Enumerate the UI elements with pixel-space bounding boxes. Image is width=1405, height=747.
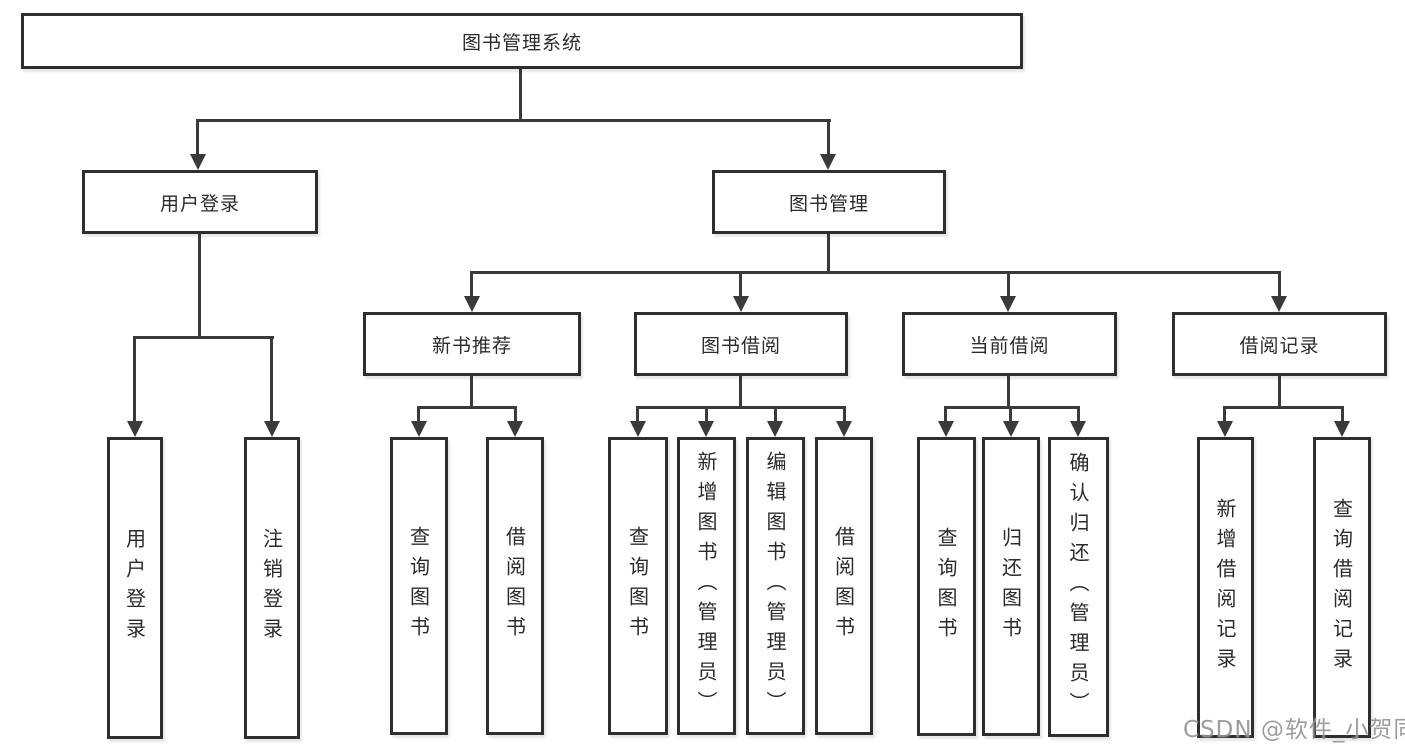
leaf-label: 归还图书 (998, 526, 1023, 647)
leaf-borrow-edit-books-admin: 编辑图书（管理员） (746, 437, 805, 735)
connector-borrow-horizontal (636, 406, 846, 409)
connector-current-horizontal (944, 406, 1080, 409)
connector-user-login-down (198, 234, 201, 336)
connector-stem-book-borrow (739, 271, 742, 297)
connector-stem-br-query (1341, 406, 1344, 422)
arrowhead-cb-return (1003, 421, 1019, 437)
arrowhead-new-book-recommend (464, 296, 480, 312)
node-new-book-recommend: 新书推荐 (363, 312, 581, 376)
leaf-records-query-borrow-record: 查询借阅记录 (1313, 437, 1371, 738)
node-borrow-records: 借阅记录 (1172, 312, 1387, 376)
csdn-watermark: CSDN @软件_小贺同学 (1183, 717, 1405, 743)
leaf-label: 查询图书 (934, 526, 958, 647)
leaf-current-confirm-return-admin: 确认归还（管理员） (1048, 437, 1109, 737)
arrowhead-cb-confirm (1070, 421, 1086, 437)
leaf-borrow-borrow-books: 借阅图书 (815, 437, 873, 735)
leaf-user-login: 用户登录 (107, 437, 163, 739)
connector-user-login-horizontal (133, 336, 274, 339)
leaf-borrow-query-books: 查询图书 (608, 437, 668, 735)
arrowhead-cb-query (938, 421, 954, 437)
leaf-label: 借阅图书 (831, 526, 856, 646)
connector-recommend-horizontal (417, 406, 517, 409)
arrowhead-rec-borrow (507, 421, 523, 437)
connector-stem-book-management (827, 119, 830, 155)
connector-recommend-down (470, 376, 473, 406)
connector-stem-user-login (196, 119, 199, 155)
node-user-login: 用户登录 (82, 170, 318, 234)
connector-stem-cb-query (944, 406, 947, 422)
connector-book-management-down (827, 234, 830, 271)
connector-stem-cb-confirm (1077, 406, 1080, 422)
node-book-management: 图书管理 (712, 170, 946, 234)
connector-borrow-down (739, 376, 742, 406)
leaf-records-add-borrow-record: 新增借阅记录 (1197, 437, 1254, 738)
arrowhead-bb-query (630, 421, 646, 437)
arrowhead-book-borrow (733, 296, 749, 312)
arrowhead-br-add (1217, 421, 1233, 437)
leaf-label: 新增图书（管理员） (694, 451, 718, 721)
leaf-label: 用户登录 (122, 528, 147, 648)
node-current-borrow: 当前借阅 (902, 312, 1117, 376)
node-label: 图书管理系统 (461, 31, 582, 54)
arrowhead-br-query (1334, 421, 1350, 437)
arrowhead-bb-add (698, 421, 714, 437)
leaf-label: 查询借阅记录 (1329, 497, 1354, 678)
arrowhead-current-borrow (1000, 296, 1016, 312)
leaf-label: 借阅图书 (502, 526, 527, 646)
arrowhead-borrow-records (1271, 296, 1287, 312)
arrowhead-leaf-user-login (127, 421, 143, 437)
connector-stem-bb-add (705, 406, 708, 422)
connector-stem-new-book-recommend (470, 271, 473, 297)
connector-stem-current-borrow (1007, 271, 1010, 297)
connector-stem-br-add (1223, 406, 1226, 422)
connector-stem-rec-borrow (514, 406, 517, 422)
leaf-recommend-borrow-books: 借阅图书 (486, 437, 544, 735)
arrowhead-bb-edit (767, 421, 783, 437)
connector-stem-cb-return (1009, 406, 1012, 422)
node-label: 当前借阅 (969, 334, 1050, 357)
leaf-label: 确认归还（管理员） (1066, 452, 1090, 722)
leaf-current-query-books: 查询图书 (917, 437, 976, 736)
leaf-logout: 注销登录 (244, 437, 300, 739)
node-library-management-system: 图书管理系统 (21, 13, 1023, 69)
arrowhead-bb-borrow (836, 421, 852, 437)
leaf-current-return-books: 归还图书 (982, 437, 1040, 736)
connector-records-down (1278, 376, 1281, 406)
connector-current-down (1007, 376, 1010, 406)
arrowhead-user-login (190, 154, 206, 170)
leaf-label: 注销登录 (259, 528, 284, 648)
arrowhead-rec-query (411, 421, 427, 437)
connector-level1-horizontal (197, 119, 831, 122)
connector-level2-horizontal (470, 271, 1281, 274)
leaf-label: 编辑图书（管理员） (763, 451, 787, 721)
connector-stem-borrow-records (1278, 271, 1281, 297)
node-label: 用户登录 (159, 192, 240, 215)
leaf-recommend-query-books: 查询图书 (390, 437, 448, 735)
connector-stem-rec-query (417, 406, 420, 422)
node-label: 借阅记录 (1239, 334, 1320, 357)
connector-stem-bb-borrow (843, 406, 846, 422)
leaf-label: 新增借阅记录 (1213, 497, 1237, 678)
connector-stem-leaf-user-login (133, 336, 136, 422)
arrowhead-leaf-logout (264, 421, 280, 437)
connector-stem-leaf-logout (270, 336, 273, 422)
connector-stem-bb-query (636, 406, 639, 422)
arrowhead-book-management (820, 154, 836, 170)
node-label: 新书推荐 (431, 334, 512, 357)
node-label: 图书管理 (788, 192, 869, 215)
leaf-borrow-add-books-admin: 新增图书（管理员） (677, 437, 736, 735)
leaf-label: 查询图书 (625, 526, 650, 646)
node-label: 图书借阅 (700, 334, 781, 357)
node-book-borrow: 图书借阅 (634, 312, 848, 376)
leaf-label: 查询图书 (406, 526, 431, 646)
connector-records-horizontal (1223, 406, 1344, 409)
connector-root-down (519, 69, 522, 119)
connector-stem-bb-edit (774, 406, 777, 422)
